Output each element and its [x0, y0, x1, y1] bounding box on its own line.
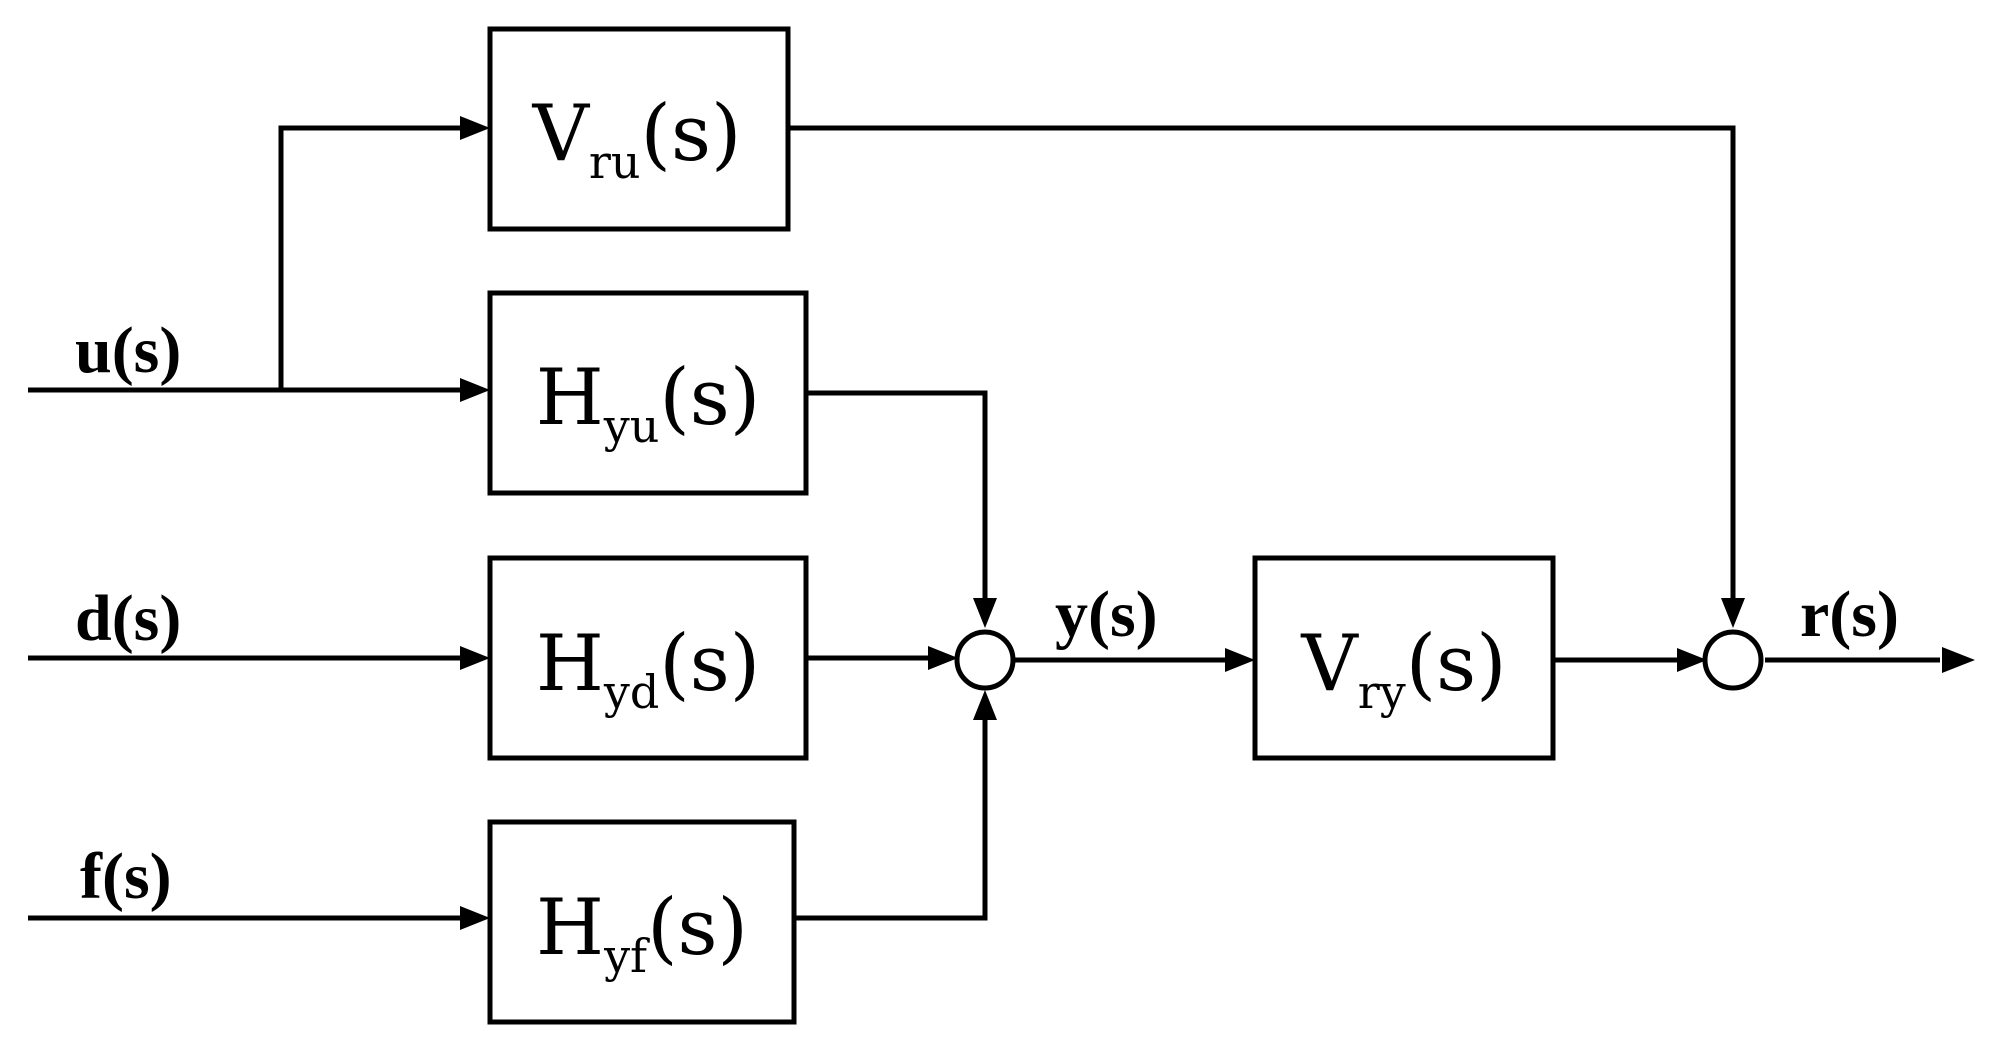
- block-hyf-label: Hyf(s): [536, 883, 748, 983]
- signal-d-label: d(s): [75, 582, 181, 655]
- arrow-r-output: [1942, 647, 1975, 673]
- arrow-hyu-to-sum: [973, 598, 997, 628]
- arrow-vru-to-sum: [1721, 598, 1745, 628]
- block-hyu: [487, 290, 809, 496]
- arrow-hyf-to-sum: [973, 690, 997, 720]
- arrow-into-hyu: [460, 378, 490, 402]
- sum-junction-y: [954, 629, 1016, 691]
- arrow-into-hyd: [460, 646, 490, 670]
- sum-junction-r: [1702, 629, 1764, 691]
- block-vru-label: Vru(s): [532, 89, 742, 189]
- signal-u-label: u(s): [75, 314, 181, 387]
- block-vry: [1252, 555, 1556, 761]
- signal-y-label: y(s): [1055, 578, 1158, 651]
- u-branch-wire: [278, 125, 466, 390]
- vru-output-wire: [780, 125, 1736, 600]
- signal-r-label: r(s): [1800, 578, 1899, 651]
- block-hyd-label: Hyd(s): [536, 619, 760, 719]
- block-vry-label: Vry(s): [1300, 619, 1506, 719]
- block-hyu-label: Hyu(s): [536, 353, 761, 453]
- block-hyd: [487, 555, 809, 761]
- arrow-into-vru: [460, 116, 490, 140]
- arrow-into-hyf: [460, 906, 490, 930]
- arrow-hyd-to-sum: [928, 646, 958, 670]
- arrow-into-vry: [1225, 648, 1255, 672]
- arrow-vry-to-sum: [1677, 648, 1707, 672]
- hyf-output-wire: [787, 716, 988, 921]
- block-hyf: [487, 819, 797, 1025]
- hyu-output-wire: [795, 390, 988, 600]
- signal-f-label: f(s): [80, 840, 172, 913]
- block-vru: [487, 26, 791, 232]
